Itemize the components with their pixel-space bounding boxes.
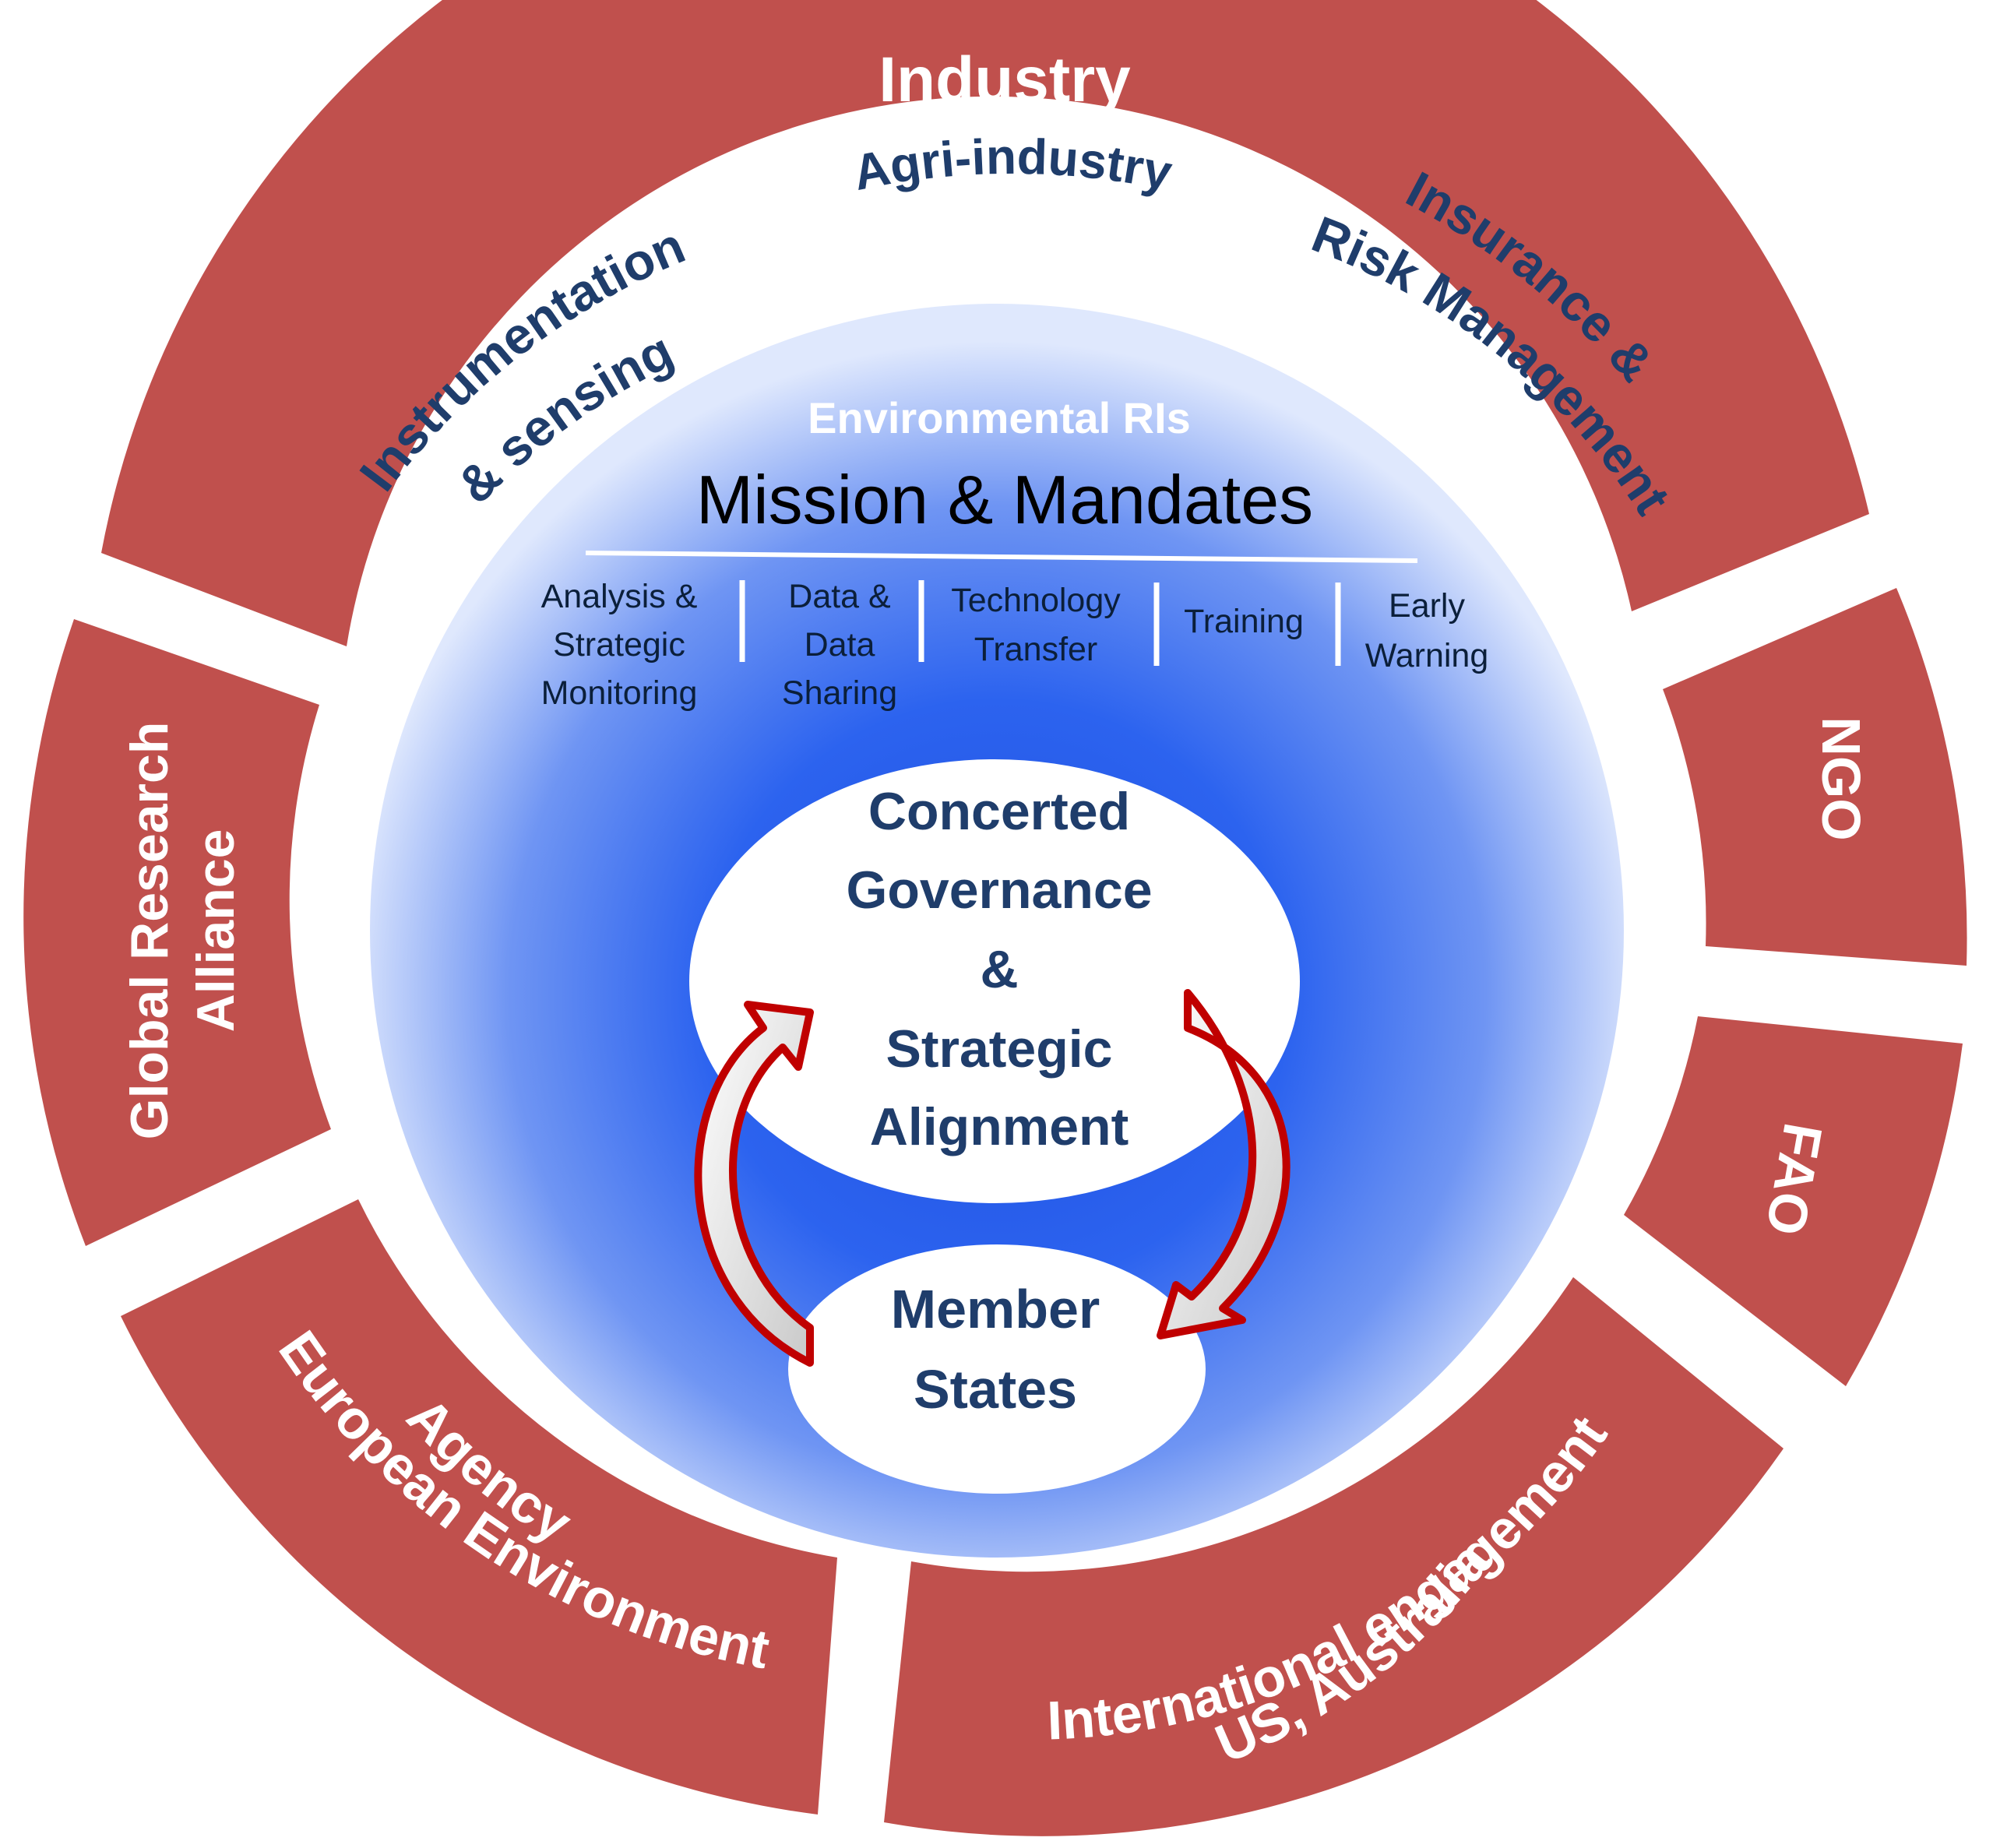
activity-early-warning-line1: Early — [1389, 587, 1465, 625]
industry-divider-right — [1204, 189, 1234, 266]
segment-fao — [1624, 1016, 1963, 1386]
activity-analysis-line2: Strategic — [553, 626, 685, 664]
governance-line4: Strategic — [886, 1019, 1113, 1079]
governance-line5: Alignment — [870, 1097, 1129, 1156]
segment-industry — [101, 0, 1869, 646]
segment-ngo — [1663, 588, 1967, 966]
activity-technology-line1: Technology — [951, 582, 1121, 619]
member-states-ellipse — [788, 1244, 1206, 1494]
activity-analysis: Analysis & Strategic Monitoring — [541, 578, 698, 712]
core-subtitle: Environmental RIs — [808, 393, 1191, 442]
gra-label-group: Global Research Alliance — [120, 722, 245, 1140]
gra-line1: Global Research — [120, 722, 179, 1140]
gra-line2: Alliance — [186, 829, 245, 1033]
activity-data-line1: Data & — [788, 578, 891, 615]
industry-divider-left — [745, 193, 778, 270]
governance-line2: Governance — [846, 861, 1152, 920]
ngo-label: NGO — [1811, 716, 1872, 840]
activity-training-line1: Training — [1184, 603, 1304, 640]
activity-data: Data & Data Sharing — [782, 578, 897, 712]
member-states-line1: Member — [891, 1279, 1100, 1339]
member-states-line2: States — [914, 1359, 1077, 1420]
agri-industry-text: Agri-industry — [849, 128, 1178, 201]
cycle-arrows — [694, 989, 1291, 1367]
activity-training: Training — [1184, 603, 1304, 640]
activity-analysis-line1: Analysis & — [541, 578, 698, 615]
activity-analysis-line3: Monitoring — [541, 674, 698, 712]
governance-ellipse — [689, 759, 1300, 1203]
governance-line3: & — [980, 940, 1018, 999]
segment-gra — [23, 619, 331, 1246]
activity-technology-line2: Transfer — [974, 631, 1098, 668]
activity-early-warning: Early Warning — [1365, 587, 1489, 674]
segment-eea — [121, 1199, 837, 1815]
agri-industry-label: Agri-industry — [849, 128, 1178, 201]
title-underline — [585, 551, 1418, 563]
arrow-right-down-icon — [1157, 989, 1291, 1339]
activity-data-line3: Sharing — [782, 674, 897, 712]
outer-ring — [23, 0, 1967, 1836]
segment-international — [884, 1277, 1783, 1836]
industry-title: Industry — [879, 44, 1131, 115]
activity-technology: Technology Transfer — [951, 582, 1121, 668]
governance-label: Concerted Governance & Strategic Alignme… — [846, 782, 1152, 1156]
core-title: Mission & Mandates — [696, 461, 1313, 538]
activity-data-line2: Data — [805, 626, 875, 664]
governance-line1: Concerted — [868, 782, 1130, 841]
activities: Analysis & Strategic Monitoring Data & D… — [541, 578, 1489, 712]
activity-early-warning-line2: Warning — [1365, 637, 1489, 674]
arrow-left-up-icon — [694, 1001, 814, 1367]
member-states-label: Member States — [891, 1279, 1100, 1420]
